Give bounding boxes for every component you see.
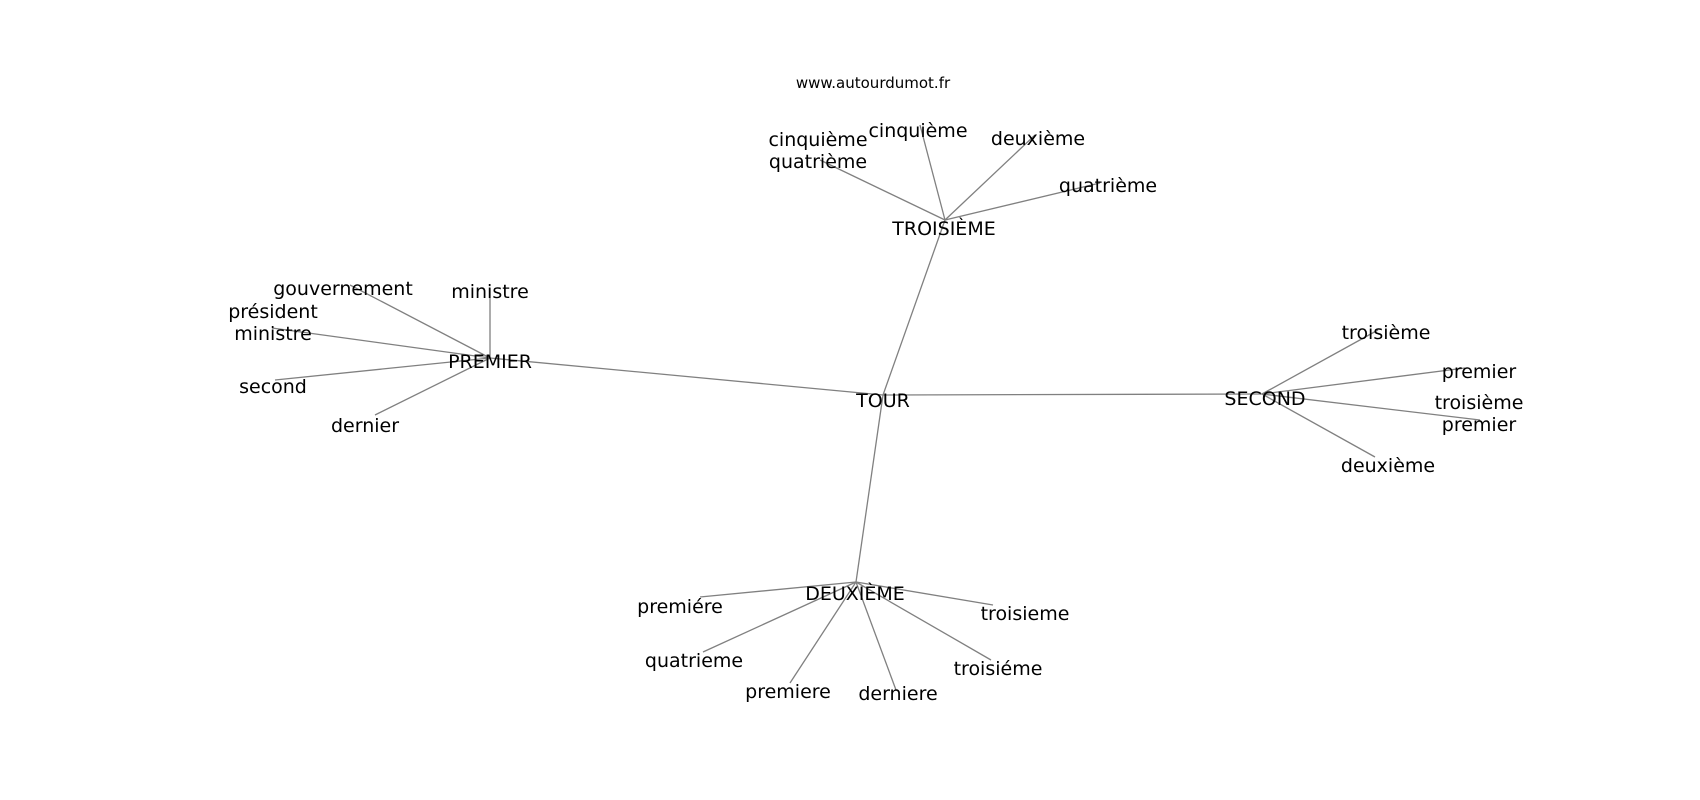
edge-tour-second-hub [882, 393, 1263, 396]
node-leaf-s2-line: premier [1442, 361, 1517, 383]
edge-premier-hub-p3 [271, 327, 491, 359]
node-leaf-d1: premiére [637, 596, 723, 618]
watermark-text: www.autourdumot.fr [796, 74, 951, 92]
node-leaf-t4-line: quatrième [1059, 175, 1157, 197]
edge-troisieme-hub-t3 [819, 159, 946, 221]
edge-deuxieme-hub-d6 [855, 581, 897, 691]
node-deuxieme-hub: DEUXIÈME [805, 582, 905, 605]
edge-premier-hub-p1 [349, 284, 491, 359]
node-second-hub: SECOND [1224, 388, 1305, 410]
node-leaf-p4: second [239, 376, 307, 398]
node-leaf-s4: deuxième [1341, 455, 1435, 477]
node-leaf-s3-line: troisième [1435, 392, 1524, 414]
edge-troisieme-hub-t1 [919, 124, 946, 221]
node-leaf-d6-line: derniere [858, 683, 937, 705]
edge-deuxieme-hub-d1 [699, 581, 857, 598]
edge-deuxieme-hub-d4 [855, 581, 992, 661]
node-leaf-d4-line: troisiéme [954, 658, 1043, 680]
node-leaf-p4-line: second [239, 376, 307, 398]
node-leaf-s4-line: deuxième [1341, 455, 1435, 477]
node-leaf-p1: gouvernement [273, 278, 413, 300]
node-leaf-s3-line: premier [1442, 414, 1517, 436]
node-leaf-p1-line: gouvernement [273, 278, 413, 300]
node-leaf-t1: cinquième [868, 120, 967, 142]
edge-second-hub-s3 [1261, 393, 1481, 421]
node-leaf-d3: quatrieme [645, 650, 743, 672]
node-leaf-d5-line: premiere [745, 681, 831, 703]
edge-second-hub-s1 [1261, 329, 1379, 395]
node-leaf-d1-line: premiére [637, 596, 723, 618]
node-deuxieme-hub-line: DEUXIÈME [805, 582, 905, 605]
node-leaf-p2: ministre [451, 281, 529, 303]
node-premier-hub: PREMIER [448, 351, 532, 373]
node-leaf-p5: dernier [331, 415, 399, 437]
edge-troisieme-hub-t2 [944, 134, 1036, 221]
node-leaf-t2: deuxième [991, 128, 1085, 150]
node-leaf-t3-line: quatrième [769, 151, 867, 173]
node-second-hub-line: SECOND [1224, 388, 1305, 410]
node-leaf-t2-line: deuxième [991, 128, 1085, 150]
node-premier-hub-line: PREMIER [448, 351, 532, 373]
edge-premier-hub-p5 [374, 357, 491, 416]
edge-tour-premier-hub [489, 357, 884, 396]
node-leaf-d5: premiere [745, 681, 831, 703]
node-leaf-p5-line: dernier [331, 415, 399, 437]
node-leaf-t4: quatrième [1059, 175, 1157, 197]
node-leaf-d3-line: quatrieme [645, 650, 743, 672]
node-leaf-d2: troisieme [981, 603, 1070, 625]
node-leaf-p3-line: ministre [234, 323, 312, 345]
node-leaf-p3-line: président [228, 301, 318, 323]
node-troisieme-hub-line: TROISIÈME [891, 217, 995, 240]
node-leaf-s1: troisième [1342, 322, 1431, 344]
edge-second-hub-s4 [1261, 393, 1376, 458]
edge-tour-deuxieme-hub [855, 394, 884, 583]
edge-deuxieme-hub-d5 [789, 581, 857, 684]
node-leaf-d2-line: troisieme [981, 603, 1070, 625]
graph-edges [271, 124, 1481, 691]
node-leaf-d6: derniere [858, 683, 937, 705]
edge-troisieme-hub-t4 [944, 182, 1101, 221]
edge-deuxieme-hub-d2 [855, 581, 994, 606]
node-leaf-s2: premier [1442, 361, 1517, 383]
node-troisieme-hub: TROISIÈME [891, 217, 995, 240]
node-leaf-t3-line: cinquième [768, 129, 867, 151]
node-leaf-d4: troisiéme [954, 658, 1043, 680]
node-tour: TOUR [855, 390, 910, 412]
node-tour-line: TOUR [855, 390, 910, 412]
node-leaf-p2-line: ministre [451, 281, 529, 303]
edge-second-hub-s2 [1261, 367, 1466, 395]
edge-deuxieme-hub-d3 [702, 581, 857, 653]
edge-tour-troisieme-hub [882, 219, 946, 396]
node-leaf-t1-line: cinquième [868, 120, 967, 142]
edge-premier-hub-p4 [274, 357, 491, 381]
node-leaf-s1-line: troisième [1342, 322, 1431, 344]
